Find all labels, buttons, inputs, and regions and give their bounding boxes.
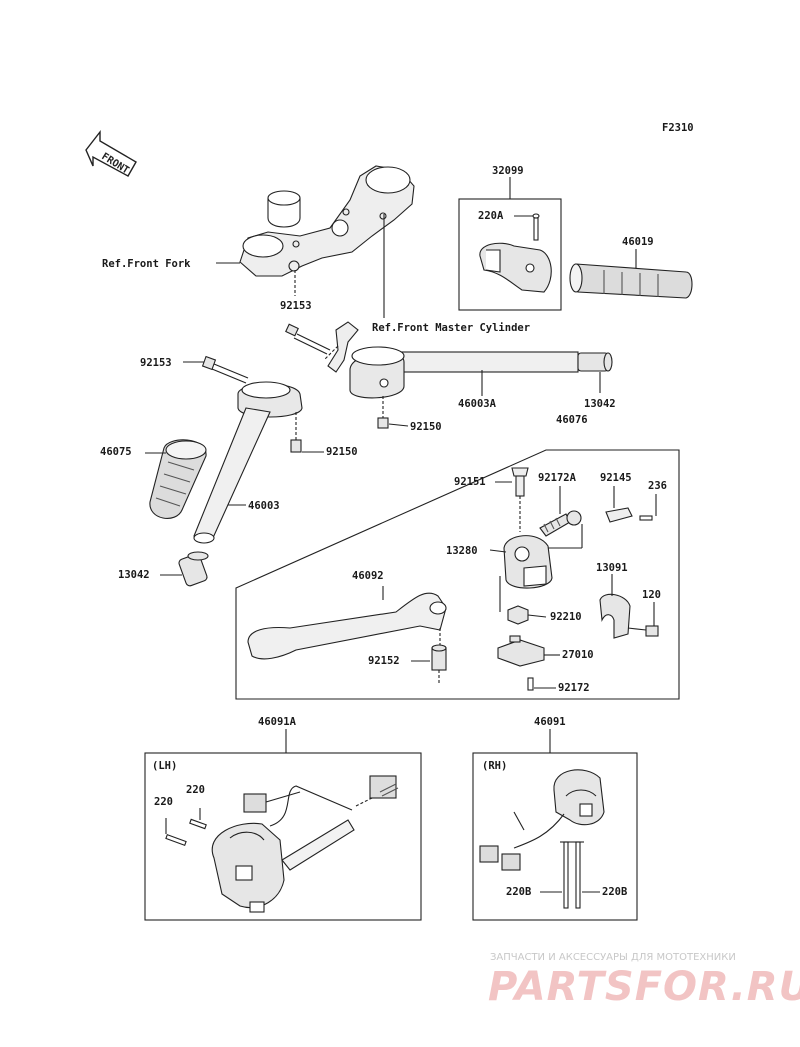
part-label-46003A: 46003A bbox=[458, 398, 496, 410]
part-label-46003: 46003 bbox=[248, 500, 280, 512]
lh-switch-box bbox=[144, 752, 422, 921]
wire-harness-icon bbox=[513, 811, 565, 849]
upper-triple-clamp-icon bbox=[239, 165, 415, 277]
watermark-logo: PARTSFOR.RU bbox=[488, 964, 800, 1010]
clutch-switch-icon bbox=[497, 635, 545, 667]
connector-icon bbox=[479, 845, 521, 871]
bolt-icon bbox=[627, 602, 659, 637]
bolt-icon bbox=[377, 396, 409, 429]
part-label-46019: 46019 bbox=[622, 236, 654, 248]
bar-end-weight-icon bbox=[577, 352, 613, 372]
bracket-icon bbox=[323, 321, 359, 373]
rh-switch-box bbox=[472, 752, 638, 921]
screw-icon bbox=[639, 494, 657, 521]
bolt-icon bbox=[290, 439, 324, 453]
part-label-92153: 92153 bbox=[280, 300, 312, 312]
connector-icon bbox=[243, 775, 399, 813]
wire-harness-icon bbox=[265, 785, 377, 827]
part-label-92153: 92153 bbox=[140, 357, 172, 369]
ref-front-fork-label: Ref.Front Fork bbox=[102, 258, 191, 270]
right-handlebar-icon bbox=[349, 346, 579, 399]
watermark-tagline: ЗАПЧАСТИ И АКСЕССУАРЫ ДЛЯ МОТОТЕХНИКИ bbox=[490, 952, 736, 963]
part-label-46075: 46075 bbox=[100, 446, 132, 458]
clutch-lever-assembly-box bbox=[235, 449, 680, 700]
rh-side-label: (RH) bbox=[482, 760, 508, 772]
part-label-92145: 92145 bbox=[600, 472, 632, 484]
right-grip-icon bbox=[569, 263, 693, 299]
part-label-220B: 220B bbox=[602, 886, 628, 898]
right-switch-housing-icon bbox=[553, 769, 605, 826]
collar-icon bbox=[431, 644, 447, 671]
part-label-220: 220 bbox=[154, 796, 173, 808]
lh-side-label: (LH) bbox=[152, 760, 178, 772]
part-label-236: 236 bbox=[648, 480, 667, 492]
part-label-46091A: 46091A bbox=[258, 716, 296, 728]
screw-icon bbox=[527, 677, 556, 691]
ref-front-master-cylinder-label: Ref.Front Master Cylinder bbox=[372, 322, 531, 334]
front-direction-arrow-icon: FRONT bbox=[85, 129, 137, 177]
clutch-lever-icon bbox=[247, 592, 447, 660]
bar-end-weight-icon bbox=[178, 551, 209, 587]
clamp-icon bbox=[599, 593, 631, 639]
part-label-46091: 46091 bbox=[534, 716, 566, 728]
part-label-27010: 27010 bbox=[562, 649, 594, 661]
part-label-92172A: 92172A bbox=[538, 472, 576, 484]
screw-icon bbox=[514, 213, 540, 241]
left-grip-icon bbox=[149, 439, 207, 519]
adjuster-screw-icon bbox=[539, 510, 582, 537]
part-label-32099: 32099 bbox=[492, 165, 524, 177]
part-label-92150: 92150 bbox=[326, 446, 358, 458]
part-label-13280: 13280 bbox=[446, 545, 478, 557]
part-label-92152: 92152 bbox=[368, 655, 400, 667]
part-label-13042: 13042 bbox=[584, 398, 616, 410]
left-handlebar-icon bbox=[193, 381, 303, 544]
part-label-46092: 46092 bbox=[352, 570, 384, 582]
part-label-13042: 13042 bbox=[118, 569, 150, 581]
part-label-220B: 220B bbox=[506, 886, 532, 898]
part-label-92151: 92151 bbox=[454, 476, 486, 488]
part-label-46076: 46076 bbox=[556, 414, 588, 426]
part-label-13091: 13091 bbox=[596, 562, 628, 574]
lever-holder-icon bbox=[503, 535, 553, 589]
part-label-92210: 92210 bbox=[550, 611, 582, 623]
part-label-120: 120 bbox=[642, 589, 661, 601]
nut-icon bbox=[507, 605, 547, 625]
screw-icon bbox=[165, 808, 207, 847]
screw-icon bbox=[540, 841, 600, 909]
bolt-icon bbox=[285, 323, 331, 355]
part-label-92150: 92150 bbox=[410, 421, 442, 433]
throttle-housing-icon bbox=[479, 242, 552, 293]
bolt-icon bbox=[183, 355, 249, 384]
part-label-220: 220 bbox=[186, 784, 205, 796]
pivot-bolt-icon bbox=[511, 467, 529, 497]
left-switch-housing-icon bbox=[211, 819, 355, 913]
switch-bracket-icon bbox=[605, 486, 633, 523]
part-label-92172: 92172 bbox=[558, 682, 590, 694]
figure-code: F2310 bbox=[662, 122, 694, 134]
part-label-220A: 220A bbox=[478, 210, 504, 222]
